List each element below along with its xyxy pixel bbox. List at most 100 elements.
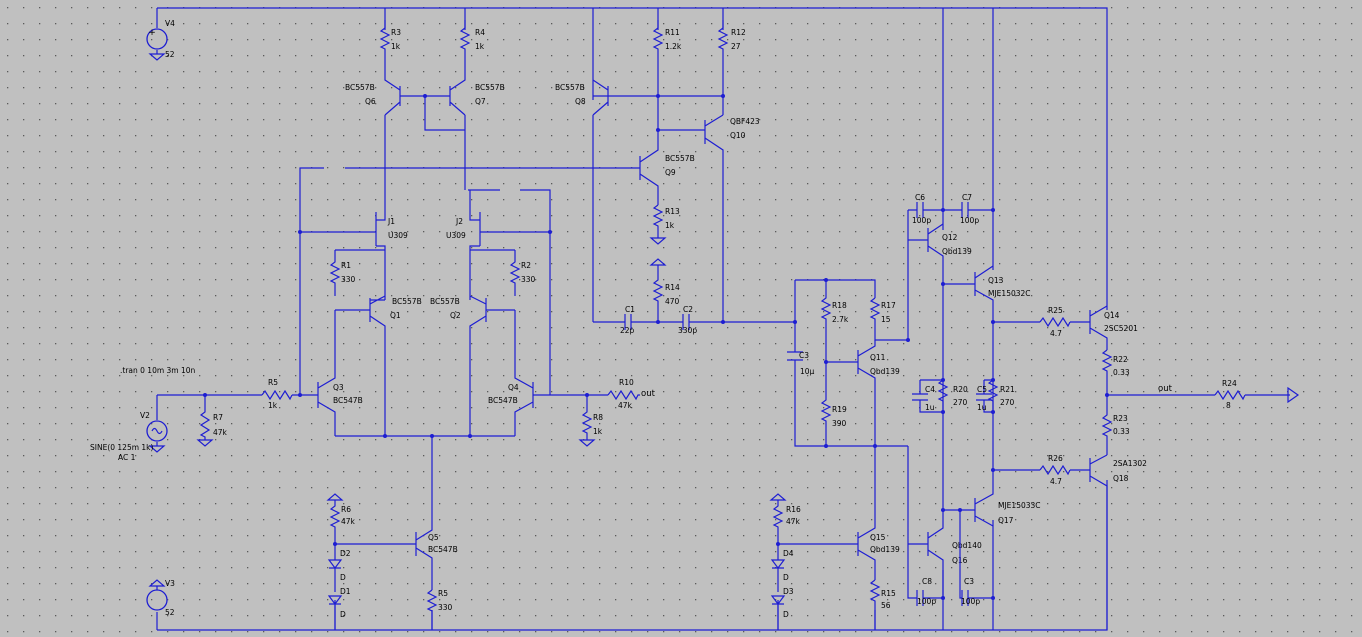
svg-text:D3: D3 (783, 587, 794, 596)
svg-text:Qbd139: Qbd139 (870, 545, 900, 554)
jfet-j1[interactable]: J1 U309 (360, 170, 408, 300)
transistor-q12[interactable]: Q12 Qbd139 (908, 223, 972, 470)
svg-text:C7: C7 (962, 193, 972, 202)
svg-text:47k: 47k (618, 401, 633, 410)
svg-text:U309: U309 (446, 231, 466, 240)
svg-text:1k: 1k (665, 221, 675, 230)
resistor-r20[interactable]: R20 270 (937, 379, 968, 412)
transistor-q13[interactable]: Q13 MJE15032C (943, 265, 1031, 470)
resistor-r24[interactable]: R24 8 (1214, 379, 1246, 410)
transistor-q15[interactable]: Q15 Qbd139 (857, 446, 900, 580)
svg-text:+: + (148, 28, 156, 38)
svg-text:BC547B: BC547B (488, 396, 518, 405)
resistor-r4[interactable]: R4 1k (459, 20, 485, 60)
v3-value: 52 (165, 608, 175, 617)
resistor-r14[interactable]: R14 470 (649, 258, 680, 322)
resistor-r1[interactable]: R1 330 (329, 249, 385, 296)
capacitor-c5[interactable]: C5 1u (976, 379, 993, 413)
capacitor-c8[interactable]: C8 100p (916, 577, 943, 606)
svg-text:Q3: Q3 (333, 383, 344, 392)
svg-text:0.33: 0.33 (1113, 368, 1130, 377)
capacitor-c2[interactable]: C2 330p (678, 305, 697, 335)
svg-text:Q2: Q2 (450, 311, 461, 320)
svg-text:Qbd139: Qbd139 (942, 247, 972, 256)
svg-text:Q15: Q15 (870, 533, 886, 542)
resistor-r5[interactable]: R5 1k (261, 378, 293, 410)
svg-text:R26: R26 (1048, 454, 1063, 463)
svg-text:MJE15032C: MJE15032C (988, 289, 1031, 298)
resistor-r6[interactable]: R6 47k (326, 493, 356, 550)
svg-text:D: D (783, 573, 789, 582)
resistor-r12[interactable]: R12 27 (717, 20, 746, 115)
transistor-q4[interactable]: Q4 BC547B (488, 310, 608, 436)
resistor-r5-tail[interactable]: R5 330 (426, 589, 453, 630)
svg-text:Qbd140: Qbd140 (952, 541, 982, 550)
svg-text:R5: R5 (268, 378, 278, 387)
voltage-source-v3[interactable]: V3 52 (146, 579, 175, 630)
transistor-q3[interactable]: Q3 BC547B (317, 310, 363, 436)
svg-text:100p: 100p (912, 216, 931, 225)
resistor-r2[interactable]: R2 330 (470, 249, 536, 296)
svg-text:D: D (783, 610, 789, 619)
resistor-r8[interactable]: R8 1k (578, 395, 603, 447)
transistor-q8[interactable]: BC557B Q8 (555, 79, 658, 322)
svg-text:2SA1302: 2SA1302 (1113, 459, 1147, 468)
resistor-r21[interactable]: R21 270 (987, 379, 1015, 412)
svg-text:1k: 1k (593, 427, 603, 436)
transistor-q1[interactable]: BC557B Q1 (335, 295, 422, 436)
svg-text:BC557B: BC557B (665, 154, 695, 163)
capacitor-c1[interactable]: C1 22p (620, 305, 635, 335)
resistor-r11[interactable]: R11 1.2k (652, 20, 682, 130)
capacitor-c7[interactable]: C7 100p (943, 193, 993, 225)
svg-text:Q7: Q7 (475, 97, 486, 106)
diode-d1[interactable]: D1 D (327, 587, 351, 630)
resistor-r15[interactable]: R15 56 (869, 579, 896, 630)
output-port-arrow[interactable] (1287, 386, 1300, 404)
svg-text:D4: D4 (783, 549, 794, 558)
voltage-source-v2[interactable]: V2 SINE(0 125m 1k) AC 1 (90, 395, 168, 462)
transistor-q11[interactable]: Q11 Qbd139 (826, 340, 900, 446)
transistor-q6[interactable]: BC557B Q6 (345, 60, 465, 170)
transistor-q17[interactable]: MJE15033C Q17 (974, 470, 1041, 527)
resistor-r22[interactable]: R22 0.33 (1101, 349, 1130, 395)
resistor-r23[interactable]: R23 0.33 (1101, 395, 1130, 455)
svg-text:470: 470 (665, 297, 680, 306)
voltage-source-v4[interactable]: + V4 52 (146, 8, 175, 61)
svg-text:1.2k: 1.2k (665, 42, 682, 51)
svg-text:BC547B: BC547B (428, 545, 458, 554)
jfet-j2[interactable]: J2 U309 (446, 190, 550, 300)
resistor-r18[interactable]: R18 2.7k (820, 280, 849, 362)
diode-d4[interactable]: D4 D (770, 549, 794, 592)
resistor-r19[interactable]: R19 390 (820, 362, 847, 446)
resistor-r3[interactable]: R3 1k (379, 20, 401, 60)
diode-d3[interactable]: D3 D (770, 587, 794, 630)
transistor-q2[interactable]: BC557B Q2 (430, 295, 515, 436)
resistor-r26[interactable]: R26 4.7 (1039, 454, 1071, 486)
capacitor-c6[interactable]: C6 100p (907, 193, 943, 340)
diode-d2[interactable]: D2 D (327, 549, 351, 592)
spice-directive[interactable]: .tran 0 10m 3m 10n (120, 366, 196, 375)
resistor-r25[interactable]: R25 4.7 (1039, 306, 1071, 338)
capacitor-c3-driver[interactable]: C3 100p (959, 510, 993, 606)
resistor-r7[interactable]: R7 47k (196, 395, 228, 447)
transistor-q14[interactable]: Q14 2SC5201 (1089, 305, 1138, 350)
transistor-q10[interactable]: QBF423 Q10 (658, 114, 760, 322)
capacitor-c4[interactable]: C4 1u (912, 379, 943, 413)
transistor-q18[interactable]: 2SA1302 Q18 (1089, 454, 1147, 630)
resistor-r16[interactable]: R16 47k (769, 493, 801, 550)
svg-text:1k: 1k (391, 42, 401, 51)
svg-text:C3: C3 (964, 577, 974, 586)
resistor-r17[interactable]: R17 15 (869, 297, 908, 341)
svg-text:1k: 1k (475, 42, 485, 51)
svg-text:1u: 1u (977, 403, 987, 412)
resistor-r10[interactable]: R10 47k (607, 378, 640, 410)
transistor-q7[interactable]: BC557B Q7 (425, 60, 505, 190)
svg-text:4.7: 4.7 (1050, 477, 1062, 486)
resistor-r13[interactable]: R13 1k (649, 204, 680, 245)
capacitor-c3[interactable]: C3 10µ (787, 351, 815, 376)
transistor-q9[interactable]: BC557B Q9 (639, 130, 695, 205)
net-label-out[interactable]: out (1158, 384, 1173, 394)
net-label-out-feedback[interactable]: out (641, 389, 656, 399)
